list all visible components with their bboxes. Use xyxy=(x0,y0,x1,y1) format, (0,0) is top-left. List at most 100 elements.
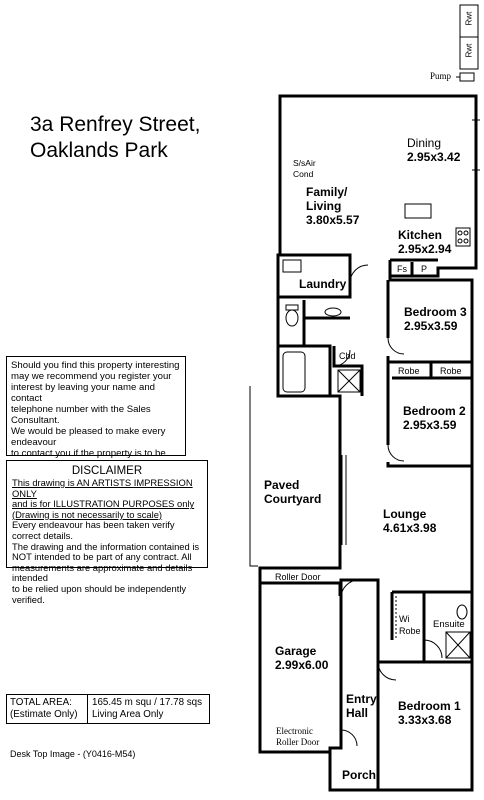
kitchen-lower-wall xyxy=(388,258,438,276)
electronic-door-label-2: Roller Door xyxy=(276,737,320,747)
kitchen-label: Kitchen xyxy=(398,228,443,242)
total-area: TOTAL AREA: (Estimate Only) 165.45 m squ… xyxy=(6,694,210,724)
cbd-wall xyxy=(332,346,364,396)
toilet xyxy=(285,309,299,327)
bedroom3-size: 2.95x3.59 xyxy=(404,319,458,333)
disclaimer-line: The drawing and the information containe… xyxy=(12,540,200,552)
ensuite-inner xyxy=(392,590,472,662)
door-arc-laundry xyxy=(349,264,369,284)
porch-wall xyxy=(328,752,378,792)
property-address: 3a Renfrey Street, Oaklands Park xyxy=(30,112,200,164)
estimate-label: (Estimate Only) xyxy=(10,709,78,720)
plan-thin-lines xyxy=(249,4,480,747)
dining-label: Dining xyxy=(407,136,442,150)
note-line: telephone number with the Sales Consulta… xyxy=(11,404,151,426)
garage-size: 2.99x6.00 xyxy=(275,658,329,672)
interest-note: Should you find this property interestin… xyxy=(6,356,186,470)
ensuite-label: Ensuite xyxy=(433,619,465,630)
robe-divider xyxy=(392,362,472,380)
porch-label: Porch xyxy=(342,768,377,782)
garage-wall xyxy=(260,581,342,596)
walk-in-robe-label-2: Robe xyxy=(399,626,421,636)
bedroom2-label: Bedroom 2 xyxy=(403,404,466,418)
door-arc-bed1 xyxy=(377,661,397,681)
door-arc-bath xyxy=(333,349,351,367)
lounge-window xyxy=(341,455,347,545)
bedroom1-size: 3.33x3.68 xyxy=(398,713,452,727)
family-label-1: Family/ xyxy=(306,185,348,199)
door-arc-ensuite xyxy=(423,639,443,659)
door-arc-bed3 xyxy=(387,337,405,355)
bedroom2-size: 2.95x3.59 xyxy=(403,418,457,432)
disclaimer-line: (Drawing is not necessarily to scale) xyxy=(12,508,163,520)
disclaimer-line: to be relied upon should be independentl… xyxy=(12,582,187,605)
bath-wall xyxy=(278,344,332,396)
entry-label-1: Entry xyxy=(346,692,377,706)
ensuite-shower xyxy=(445,631,471,659)
bedroom3-label: Bedroom 3 xyxy=(404,305,467,319)
outer-wall xyxy=(258,94,478,792)
courtyard-label-1: Paved xyxy=(264,478,300,492)
family-label-2: Living xyxy=(306,199,342,213)
total-area-labels: TOTAL AREA: (Estimate Only) xyxy=(10,697,78,721)
cooktop xyxy=(455,227,471,247)
note-line: We would be pleased to make every endeav… xyxy=(11,426,166,448)
garage-label: Garage xyxy=(275,644,317,658)
disclaimer-line: This drawing is AN ARTISTS IMPRESSION ON… xyxy=(12,477,193,499)
pantry-label: P xyxy=(421,264,428,274)
kitchen-size: 2.95x2.94 xyxy=(398,242,452,256)
door-arc-entry xyxy=(340,729,358,747)
pump-label: Pump xyxy=(430,71,452,81)
total-area-label: TOTAL AREA: xyxy=(10,697,72,708)
lounge-size: 4.61x3.98 xyxy=(383,521,437,535)
total-area-values: 165.45 m squ / 17.78 sqs Living Area Onl… xyxy=(92,697,202,721)
address-line-2: Oaklands Park xyxy=(30,139,168,162)
disclaimer-line: Every endeavour has been taken verify co… xyxy=(12,519,175,541)
rwt-tank-2 xyxy=(459,36,479,70)
disclaimer-line: measurements are approximate and details… xyxy=(12,561,193,584)
address-line-1: 3a Renfrey Street, xyxy=(30,113,201,136)
sink xyxy=(404,203,432,219)
disclaimer-heading: DISCLAIMER xyxy=(71,465,143,477)
note-line: interest by leaving your name and contac… xyxy=(11,382,155,404)
laundry-trough xyxy=(282,259,302,273)
total-area-value: 165.45 m squ / 17.78 sqs xyxy=(92,697,203,708)
ensuite-toilet xyxy=(456,604,468,620)
pump xyxy=(459,72,475,82)
rwt-label-2: Rwt xyxy=(464,43,474,58)
air-cond-label-2: Cond xyxy=(293,169,314,179)
laundry-label: Laundry xyxy=(299,277,347,291)
bath xyxy=(282,351,306,393)
bedroom1-label: Bedroom 1 xyxy=(398,699,461,713)
rwt-label-1: Rwt xyxy=(464,11,474,26)
courtyard-fence xyxy=(249,386,258,567)
roller-door-label: Roller Door xyxy=(275,572,321,582)
bedroom2-wall xyxy=(386,362,472,468)
total-area-divider xyxy=(87,695,88,723)
footer-reference: Desk Top Image - (Y0416-M54) xyxy=(10,749,136,759)
disclaimer-line: NOT intended to be part of any contract.… xyxy=(12,551,192,563)
entry-label-2: Hall xyxy=(346,706,369,720)
laundry-wall xyxy=(278,253,352,299)
dining-size: 2.95x3.42 xyxy=(407,150,461,164)
shower xyxy=(337,369,361,393)
air-cond-label-1: S/sAir xyxy=(293,158,316,168)
disclaimer-line: and is for ILLUSTRATION PURPOSES only xyxy=(12,498,195,510)
window-dining xyxy=(472,119,480,171)
robe-label-1: Robe xyxy=(398,366,420,376)
door-arc-bed2 xyxy=(387,444,405,462)
lounge-label: Lounge xyxy=(383,507,427,521)
fridge-space-label: Fs xyxy=(397,264,407,274)
door-arc-garage xyxy=(340,579,360,599)
note-line: may we recommend you register your xyxy=(11,371,172,382)
vanity-basin xyxy=(324,307,342,317)
courtyard-label-2: Courtyard xyxy=(264,492,322,506)
disclaimer: DISCLAIMER This drawing is AN ARTISTS IM… xyxy=(6,460,208,604)
electronic-door-label-1: Electronic xyxy=(276,726,313,736)
family-size: 3.80x5.57 xyxy=(306,213,360,227)
walk-in-robe-label-1: Wi xyxy=(399,614,410,624)
robe-label-2: Robe xyxy=(440,366,462,376)
cupboard-label: Cbd xyxy=(339,351,356,361)
living-area-note: Living Area Only xyxy=(92,709,164,720)
